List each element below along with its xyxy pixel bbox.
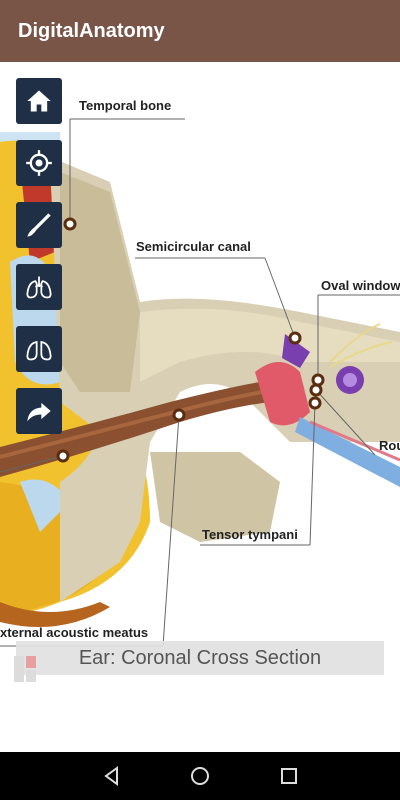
label-round-window[interactable]: Rou bbox=[379, 438, 400, 453]
pin-semicircular-canal bbox=[288, 331, 302, 345]
nav-recents-button[interactable] bbox=[277, 764, 301, 788]
recents-icon bbox=[281, 768, 297, 784]
section-caption: Ear: Coronal Cross Section bbox=[78, 646, 322, 669]
caption-bar: Ear: Coronal Cross Section bbox=[16, 641, 384, 675]
scalpel-button[interactable] bbox=[16, 202, 62, 248]
app-logo-icon bbox=[14, 656, 36, 682]
home-icon bbox=[27, 90, 51, 112]
label-semicircular-canal[interactable]: Semicircular canal bbox=[136, 239, 251, 254]
label-external-acoustic-meatus[interactable]: xternal acoustic meatus bbox=[0, 625, 149, 640]
lungs-button[interactable] bbox=[16, 264, 62, 310]
anatomy-viewer[interactable]: Temporal bone Semicircular canal Oval wi… bbox=[0, 62, 400, 752]
pin-temporal-bone bbox=[63, 217, 77, 231]
label-oval-window[interactable]: Oval window bbox=[321, 278, 400, 293]
crosshair-icon bbox=[26, 150, 52, 176]
lungs-outline-icon bbox=[26, 340, 52, 361]
pin-oval-window bbox=[311, 373, 325, 387]
label-tensor-tympani[interactable]: Tensor tympani bbox=[202, 527, 298, 542]
nav-back-button[interactable] bbox=[100, 764, 124, 788]
pin-tensor-tympani bbox=[308, 396, 322, 410]
back-icon bbox=[104, 766, 118, 786]
nav-home-button[interactable] bbox=[188, 764, 212, 788]
app-bar: DigitalAnatomy bbox=[0, 0, 400, 62]
home-circle-icon bbox=[191, 767, 209, 785]
pin-canal-left bbox=[56, 449, 70, 463]
lungs-outline-button[interactable] bbox=[16, 326, 62, 372]
home-button[interactable] bbox=[16, 78, 62, 124]
pin-external-acoustic-meatus bbox=[172, 408, 186, 422]
scalpel-icon bbox=[27, 213, 51, 237]
share-button[interactable] bbox=[16, 388, 62, 434]
pin-round-window bbox=[309, 383, 323, 397]
lungs-icon bbox=[26, 276, 52, 299]
label-temporal-bone[interactable]: Temporal bone bbox=[79, 98, 172, 113]
system-nav-bar bbox=[0, 752, 400, 800]
share-arrow-icon bbox=[27, 402, 51, 422]
app-title: DigitalAnatomy bbox=[18, 20, 165, 42]
target-button[interactable] bbox=[16, 140, 62, 186]
